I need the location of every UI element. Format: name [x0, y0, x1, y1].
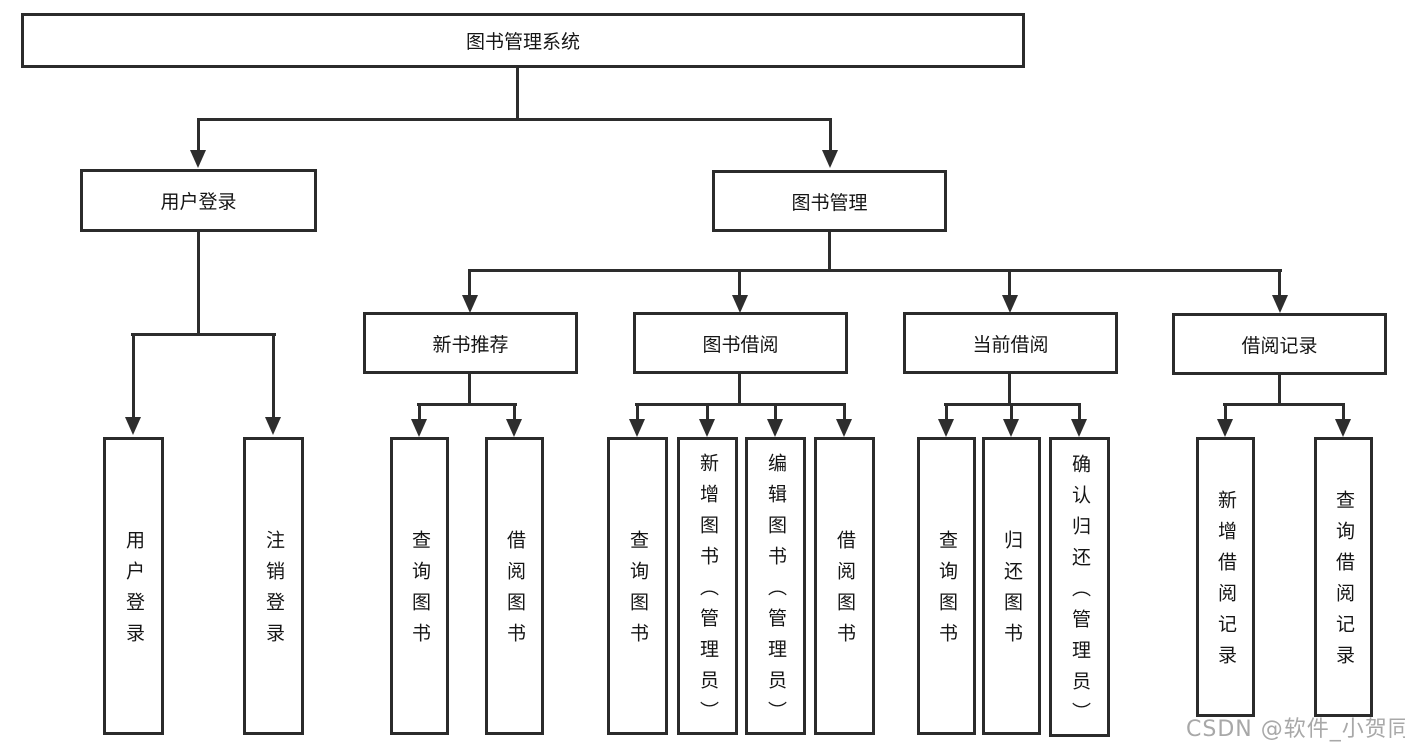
- arrow-down-icon: [699, 419, 715, 437]
- arrow-down-icon: [411, 419, 427, 437]
- connector-line: [1278, 373, 1281, 406]
- arrow-down-icon: [1071, 419, 1087, 437]
- connector-root-stub: [516, 67, 519, 120]
- connector-user-hline: [131, 333, 276, 336]
- arrow-down-icon: [1217, 419, 1233, 437]
- arrow-down-icon: [1272, 295, 1288, 313]
- leaf-label: 新增借阅记录: [1215, 490, 1237, 676]
- connector-line: [417, 403, 517, 406]
- connector-line: [197, 120, 200, 151]
- arrow-down-icon: [1335, 419, 1351, 437]
- leaf-label: 归还图书: [1001, 530, 1023, 654]
- leaf-label: 新增图书（管理员）: [697, 452, 719, 732]
- connector-line: [636, 405, 639, 420]
- connector-line: [132, 335, 135, 418]
- node-label: 图书管理系统: [465, 31, 580, 53]
- connector-line: [944, 403, 1081, 406]
- leaf-confirm-return-admin: 确认归还（管理员）: [1049, 437, 1110, 737]
- node-label: 新书推荐: [432, 333, 509, 356]
- leaf-label: 查询图书: [936, 530, 958, 654]
- connector-line: [738, 271, 741, 297]
- connector-line: [829, 120, 832, 151]
- node-label: 图书借阅: [702, 333, 779, 356]
- arrow-down-icon: [938, 419, 954, 437]
- connector-line: [1010, 405, 1013, 420]
- arrow-down-icon: [629, 419, 645, 437]
- leaf-query-book-current: 查询图书: [917, 437, 976, 735]
- arrow-down-icon: [190, 150, 206, 168]
- leaf-label: 借阅图书: [834, 530, 856, 654]
- node-label: 图书管理: [791, 191, 868, 214]
- leaf-query-book-recommend: 查询图书: [390, 437, 449, 735]
- arrow-down-icon: [125, 417, 141, 435]
- leaf-label: 编辑图书（管理员）: [765, 452, 787, 732]
- node-root: 图书管理系统: [21, 13, 1025, 68]
- connector-line: [272, 335, 275, 418]
- node-label: 借阅记录: [1241, 334, 1318, 357]
- node-book-management: 图书管理: [712, 170, 947, 232]
- arrow-down-icon: [462, 295, 478, 313]
- connector-level1-hline: [197, 118, 832, 121]
- leaf-add-borrow-record: 新增借阅记录: [1196, 437, 1255, 717]
- connector-line: [738, 373, 741, 406]
- connector-level3-hline: [468, 269, 1282, 272]
- leaf-query-borrow-record: 查询借阅记录: [1314, 437, 1373, 717]
- node-label: 用户登录: [160, 191, 237, 213]
- node-book-borrowing: 图书借阅: [633, 312, 848, 374]
- node-user-login: 用户登录: [80, 169, 317, 232]
- leaf-logout: 注销登录: [243, 437, 304, 735]
- arrow-down-icon: [822, 150, 838, 168]
- leaf-edit-book-admin: 编辑图书（管理员）: [745, 437, 806, 735]
- connector-line: [945, 405, 948, 420]
- leaf-query-book-borrowing: 查询图书: [607, 437, 668, 735]
- arrow-down-icon: [1003, 419, 1019, 437]
- connector-user-stub: [197, 231, 200, 336]
- leaf-return-book: 归还图书: [982, 437, 1041, 735]
- leaf-label: 借阅图书: [504, 530, 526, 654]
- connector-line: [513, 405, 516, 420]
- connector-line: [468, 271, 471, 297]
- arrow-down-icon: [836, 419, 852, 437]
- connector-mgmt-stub: [828, 231, 831, 271]
- connector-line: [843, 405, 846, 420]
- leaf-user-login: 用户登录: [103, 437, 164, 735]
- connector-line: [774, 405, 777, 420]
- leaf-label: 查询借阅记录: [1333, 490, 1355, 676]
- connector-line: [706, 405, 709, 420]
- arrow-down-icon: [506, 419, 522, 437]
- connector-line: [468, 373, 471, 406]
- connector-line: [1008, 271, 1011, 297]
- leaf-borrow-book-recommend: 借阅图书: [485, 437, 544, 735]
- connector-line: [1078, 405, 1081, 420]
- node-label: 当前借阅: [972, 333, 1049, 356]
- node-borrowing-records: 借阅记录: [1172, 313, 1387, 375]
- connector-line: [635, 403, 846, 406]
- leaf-label: 注销登录: [263, 530, 285, 654]
- arrow-down-icon: [767, 419, 783, 437]
- connector-line: [1278, 271, 1281, 297]
- node-current-borrowing: 当前借阅: [903, 312, 1118, 374]
- arrow-down-icon: [1002, 295, 1018, 313]
- csdn-watermark: CSDN @软件_小贺同学: [1186, 717, 1405, 742]
- leaf-label: 查询图书: [409, 530, 431, 654]
- connector-line: [1224, 405, 1227, 420]
- arrow-down-icon: [265, 417, 281, 435]
- connector-line: [1008, 373, 1011, 406]
- leaf-label: 查询图书: [627, 530, 649, 654]
- connector-line: [1223, 403, 1345, 406]
- node-new-book-recommend: 新书推荐: [363, 312, 578, 374]
- connector-line: [418, 405, 421, 420]
- leaf-borrow-book: 借阅图书: [814, 437, 875, 735]
- arrow-down-icon: [732, 295, 748, 313]
- connector-line: [1342, 405, 1345, 420]
- leaf-label: 确认归还（管理员）: [1069, 453, 1091, 733]
- leaf-add-book-admin: 新增图书（管理员）: [677, 437, 738, 735]
- leaf-label: 用户登录: [123, 530, 145, 654]
